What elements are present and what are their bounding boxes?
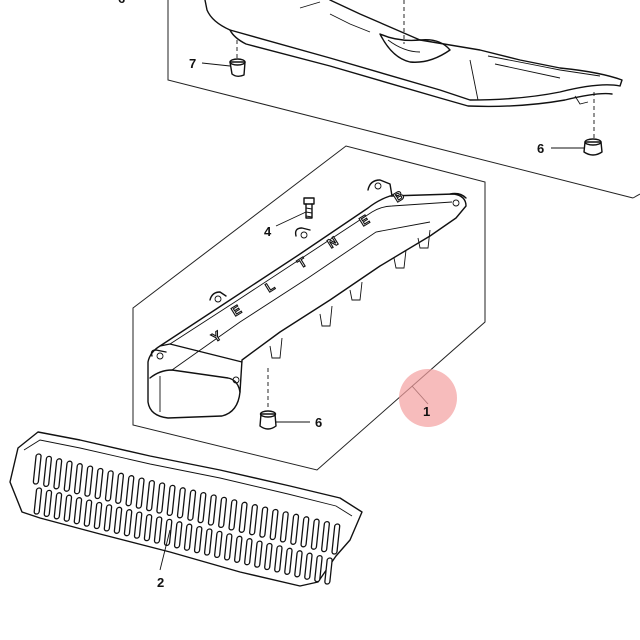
bolt-4 (303, 197, 315, 219)
upper-engine-cover (204, 0, 623, 108)
leader-7 (201, 62, 231, 67)
grille-slot (173, 521, 183, 549)
callout-2: 2 (157, 575, 164, 590)
grille-slot (32, 453, 42, 485)
cover-letter: E (229, 302, 245, 319)
grille-slot (214, 530, 223, 559)
callout-4: 4 (264, 224, 272, 239)
grille-slot (135, 477, 145, 509)
grille-slot (103, 504, 113, 532)
grille-slot (269, 508, 279, 541)
cover-letter: L (263, 278, 278, 295)
bolt-hole (156, 352, 164, 360)
cover-letter: N (325, 233, 341, 251)
grille-slot (290, 513, 300, 545)
callout-7: 7 (189, 56, 196, 71)
grille-slot (294, 550, 303, 578)
grille-slot (73, 497, 83, 525)
grille-slot (133, 511, 143, 539)
grille-slots (32, 453, 341, 585)
grille-slot (274, 545, 283, 573)
highlight-circle (399, 369, 457, 427)
grille-slot (176, 487, 186, 519)
leader-2 (159, 529, 171, 571)
grille-slot (53, 458, 63, 490)
grille-slot (223, 533, 233, 561)
grille-slot (321, 520, 330, 553)
callout-6-top-partial: 6 (118, 0, 125, 6)
bolt-hole (300, 231, 308, 239)
grille-slot (104, 470, 114, 502)
callout-1: 1 (423, 404, 430, 419)
grille-slot (284, 547, 293, 575)
grille-slot (83, 499, 93, 527)
upper-assembly-frame (167, 0, 634, 199)
grille-slot (300, 516, 310, 548)
grommet-6-lower (259, 410, 277, 430)
grille-slot (63, 460, 73, 492)
cover-letter: B (391, 187, 407, 205)
grille-slot (143, 513, 153, 542)
cover-letter: T (295, 254, 310, 271)
grille-slot (93, 501, 103, 530)
grille-slot (279, 511, 289, 543)
grille-panel-2 (9, 431, 363, 587)
cover-letter: E (357, 212, 373, 229)
bolt-hole (452, 199, 460, 207)
grille-slot (125, 475, 135, 507)
grille-slot (53, 492, 63, 520)
grille-slot (187, 489, 197, 521)
grille-slot (43, 455, 53, 488)
grille-slot (115, 472, 125, 504)
grille-slot (259, 506, 269, 538)
grille-slot (183, 523, 193, 551)
grille-slot (193, 525, 203, 554)
leader-4 (275, 211, 307, 227)
grommet-7 (229, 58, 246, 77)
bolt-hole (214, 295, 222, 303)
grille-slot (218, 496, 228, 529)
grille-slot (153, 516, 163, 544)
grille-slot (123, 509, 133, 537)
grille-slot (207, 494, 217, 526)
upper-assembly-group (167, 0, 640, 199)
grille-slot (238, 501, 248, 533)
grille-slot (33, 487, 43, 515)
grille-slot (310, 518, 320, 550)
grommet-6-upper (583, 138, 603, 156)
grille-slot (84, 465, 94, 497)
cover-lettering: B E N T L E Y (208, 187, 407, 346)
upper-frame-edge (632, 193, 640, 199)
grille-slot (197, 491, 207, 524)
callout-6-upper: 6 (537, 141, 544, 156)
grille-slot (331, 523, 341, 555)
grille-slot (203, 528, 213, 556)
grille-slot (254, 540, 263, 568)
grille-slot (156, 482, 166, 514)
grille-slot (63, 494, 73, 522)
callout-6-lower: 6 (315, 415, 322, 430)
grille-slot (113, 506, 123, 534)
grille-slot (94, 467, 104, 500)
grille-slot (43, 489, 53, 518)
grille-slot (314, 554, 323, 583)
grille-slot (166, 484, 176, 517)
grille-slot (324, 557, 333, 585)
grille-slot (73, 463, 83, 495)
bolt-hole (374, 182, 382, 190)
grille-slot (233, 535, 243, 563)
grille-slot (163, 518, 173, 547)
bolt-hole (232, 376, 240, 384)
winged-emblem (379, 33, 451, 63)
grille-slot (304, 552, 313, 580)
grille-slot (264, 542, 273, 571)
grille-slot (228, 499, 238, 531)
grille-slot (146, 479, 155, 512)
grille-slot (248, 504, 258, 536)
middle-assembly-frame (132, 145, 486, 471)
grille-slot (244, 538, 253, 566)
